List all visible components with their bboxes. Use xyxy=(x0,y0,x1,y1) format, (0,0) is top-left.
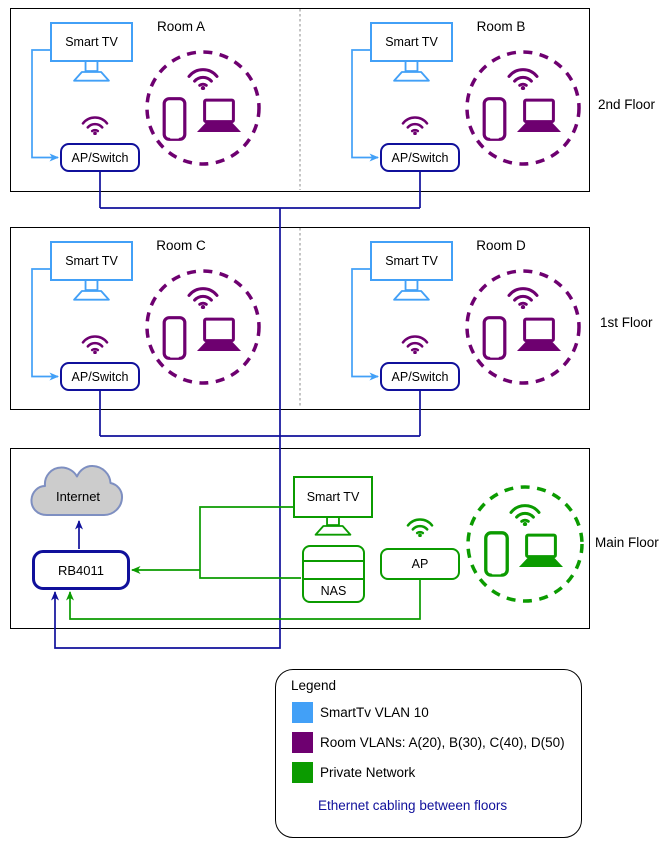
legend-label-private-network: Private Network xyxy=(320,765,416,780)
room-b-ap-switch: AP/Switch xyxy=(380,143,460,172)
room-b-label: Room B xyxy=(476,19,526,34)
legend-swatch-private-network xyxy=(292,762,313,783)
room-d-smart-tv: Smart TV xyxy=(370,241,453,281)
room-c-label: Room C xyxy=(156,238,206,253)
rb4011-router: RB4011 xyxy=(32,550,130,590)
legend-label-ethernet-cabling: Ethernet cabling between floors xyxy=(318,798,508,813)
legend-swatch-smarttv-vlan xyxy=(292,702,313,723)
room-c-smart-tv: Smart TV xyxy=(50,241,133,281)
room-d-label: Room D xyxy=(476,238,526,253)
nas-panel-line xyxy=(304,578,363,580)
legend-swatch-room-vlans xyxy=(292,732,313,753)
room-d-ap-switch: AP/Switch xyxy=(380,362,460,391)
legend-label-smarttv-vlan: SmartTv VLAN 10 xyxy=(320,705,429,720)
main-ap: AP xyxy=(380,548,460,580)
main-smart-tv: Smart TV xyxy=(293,476,373,518)
nas-device: NAS xyxy=(302,545,365,603)
room-b-smart-tv: Smart TV xyxy=(370,22,453,62)
room-a-label: Room A xyxy=(156,19,206,34)
legend-panel xyxy=(275,669,582,838)
room-c-ap-switch: AP/Switch xyxy=(60,362,140,391)
room-a-ap-switch: AP/Switch xyxy=(60,143,140,172)
nas-label: NAS xyxy=(320,583,347,598)
room-a-smart-tv: Smart TV xyxy=(50,22,133,62)
floor-label-2nd: 2nd Floor xyxy=(598,97,656,112)
floor-label-1st: 1st Floor xyxy=(600,315,653,330)
floor-box-main xyxy=(10,448,590,629)
legend-title: Legend xyxy=(291,678,337,693)
legend-label-room-vlans: Room VLANs: A(20), B(30), C(40), D(50) xyxy=(320,735,565,750)
internet-label: Internet xyxy=(55,489,101,504)
floor-label-main: Main Floor xyxy=(595,535,659,550)
nas-panel-line xyxy=(304,560,363,562)
